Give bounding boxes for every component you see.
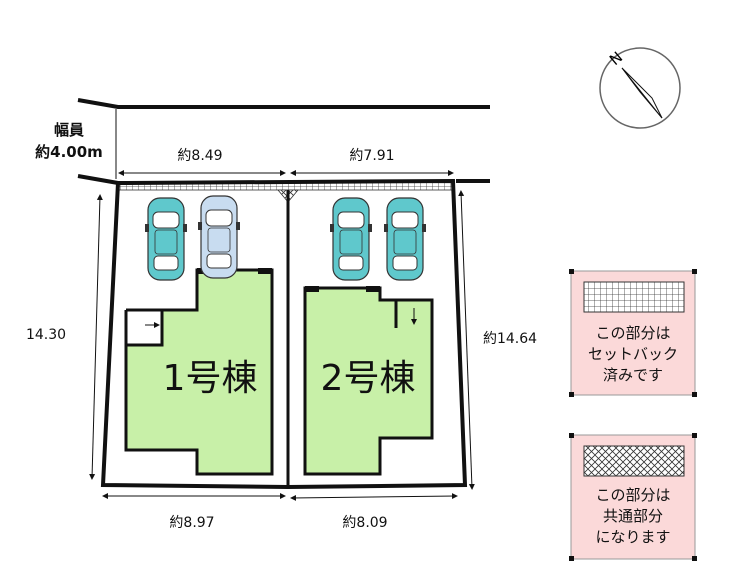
house-1-label: 1号棟 [163,358,258,399]
car-icon [330,197,372,281]
dimension-lines [89,170,475,501]
road-width-value: 約4.00m [35,143,103,161]
grid-pattern-swatch [583,281,685,313]
dim-top-right: 約7.91 [349,148,394,164]
crosshatch-pattern-swatch [583,445,685,477]
car-icon [384,197,426,281]
compass: N [599,47,681,129]
dim-top-left: 約8.49 [177,148,222,164]
car-icon [145,197,187,281]
car-icon [198,195,240,279]
house-1 [124,268,274,476]
legend-setback-line-1: この部分は [595,324,670,342]
legend-setback-line-2: セットバック [588,345,678,363]
house-2-label: 2号棟 [321,358,416,399]
legend-shared-line-3: になります [595,528,670,546]
legend-shared-line-1: この部分は [595,486,670,504]
house-2 [303,286,434,476]
legend-setback-line-3: 済みです [603,366,663,384]
legend-shared: この部分は 共通部分 になります [569,433,697,561]
dim-bottom-right: 約8.09 [342,515,387,531]
road-width-label: 幅員 [54,121,84,139]
property-boundary [100,178,468,490]
dim-bottom-left: 約8.97 [169,515,214,531]
dim-right: 約14.64 [483,331,537,347]
road [77,98,490,185]
parking-area [145,195,426,281]
legend-setback: この部分は セットバック 済みです [569,269,697,397]
dim-left: 14.30 [26,327,66,343]
legend-shared-line-2: 共通部分 [603,507,663,525]
